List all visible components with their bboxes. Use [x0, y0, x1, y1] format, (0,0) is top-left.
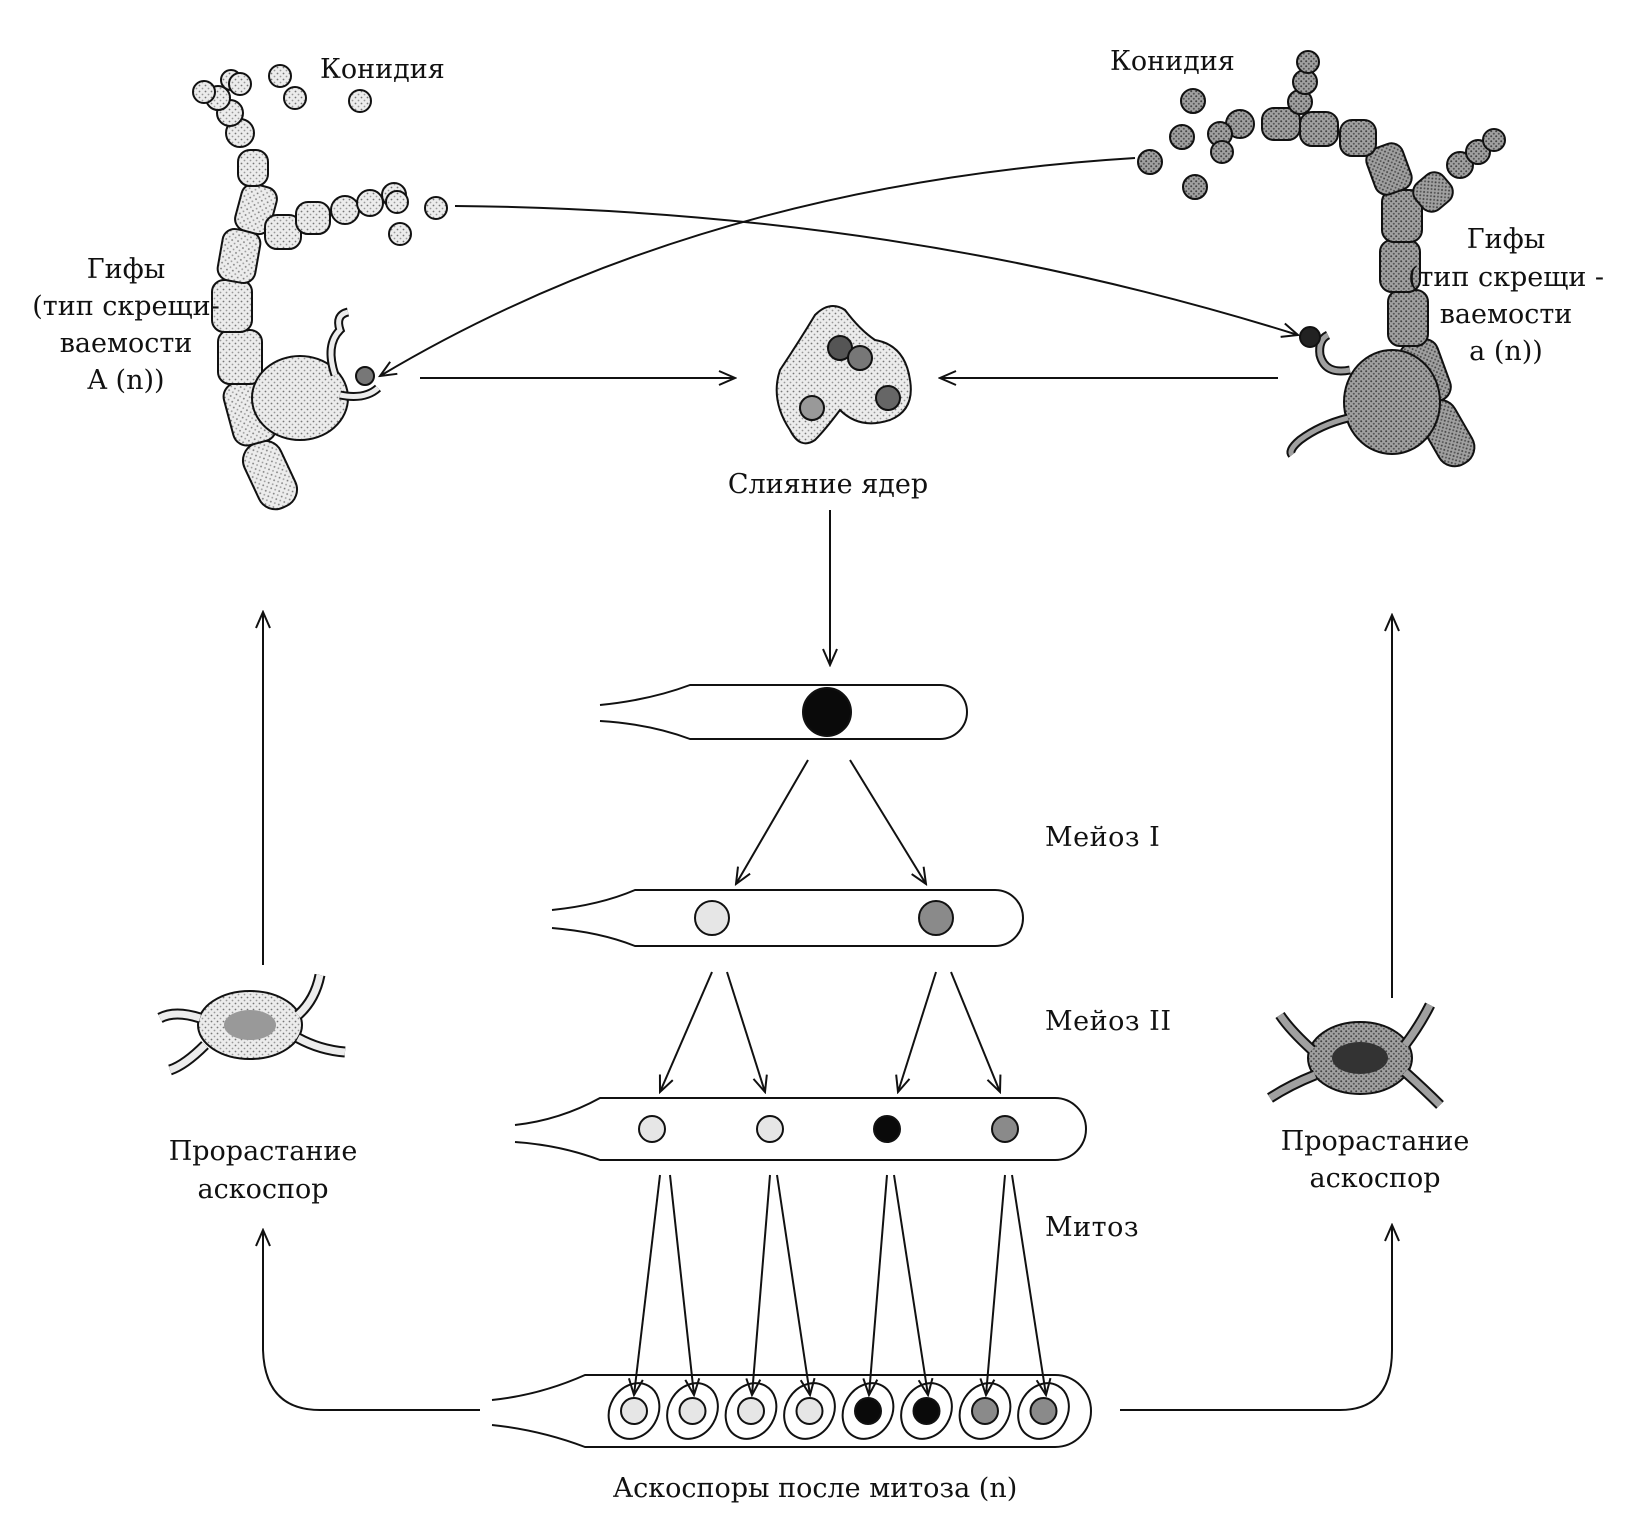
ascospore: [841, 1382, 895, 1440]
nucleus-icon: [756, 1115, 784, 1143]
ascospore: [724, 1382, 778, 1440]
fusion-label: Слияние ядер: [728, 469, 928, 500]
mitosis-label: Митоз: [1045, 1212, 1139, 1243]
arrows: [263, 157, 1392, 1411]
ascospore: [958, 1382, 1012, 1440]
hyphae-right-label: Гифы (тип скрещи - ваемости a (n)): [1408, 224, 1604, 367]
svg-text:Гифы: Гифы: [1467, 224, 1546, 255]
svg-text:ваемости: ваемости: [60, 328, 193, 359]
nucleus-icon: [737, 1397, 765, 1425]
svg-text:Прорастание: Прорастание: [169, 1136, 358, 1167]
hyphae-left-label: Гифы (тип скрещи- ваемости A (n)): [32, 254, 220, 396]
svg-text:Прорастание: Прорастание: [1281, 1126, 1470, 1157]
svg-text:Гифы: Гифы: [87, 254, 166, 285]
ascospores-label: Аскоспоры после митоза (n): [613, 1473, 1018, 1504]
nucleus-icon: [802, 687, 852, 737]
ascospore: [666, 1382, 719, 1440]
fusion-cell-icon: [775, 305, 912, 445]
hypha-right-icon: [1207, 50, 1506, 468]
ascus-meiosis-2: [514, 1097, 1087, 1161]
ascospore: [900, 1382, 953, 1440]
ascus-ascospores: [491, 1374, 1092, 1448]
germination-right-label: Прорастание аскоспор: [1281, 1126, 1470, 1194]
svg-text:(тип скрещи -: (тип скрещи -: [1408, 262, 1604, 293]
nucleus-icon: [638, 1115, 666, 1143]
conidia-spores-icon: [1137, 88, 1234, 200]
conidia-left-label: Конидия: [320, 54, 445, 85]
nucleus-icon: [991, 1115, 1019, 1143]
hypha-left-icon: [192, 69, 407, 511]
meiosis-2-label: Мейоз II: [1045, 1006, 1172, 1037]
ascospore: [783, 1382, 836, 1440]
ascus-zygote: [599, 684, 968, 740]
svg-text:ваемости: ваемости: [1440, 299, 1573, 330]
ascospore: [1017, 1382, 1070, 1440]
nucleus-icon: [854, 1397, 882, 1425]
nucleus-icon: [912, 1397, 941, 1425]
ascospore: [607, 1382, 661, 1440]
nucleus-icon: [971, 1397, 999, 1425]
svg-text:(тип скрещи-: (тип скрещи-: [32, 291, 220, 322]
nucleus-icon: [694, 900, 730, 936]
nucleus-icon: [873, 1115, 901, 1143]
nucleus-icon: [918, 900, 954, 936]
svg-text:A (n)): A (n)): [86, 365, 164, 396]
ascus-meiosis-1: [551, 889, 1024, 947]
germinating-ascospore-icon: [1267, 1002, 1444, 1109]
ascospore-row: [607, 1382, 1070, 1440]
svg-text:аскоспор: аскоспор: [197, 1174, 328, 1205]
conidia-right-label: Конидия: [1110, 46, 1235, 77]
svg-text:a (n)): a (n)): [1469, 336, 1543, 367]
germination-left-label: Прорастание аскоспор: [169, 1136, 358, 1205]
nucleus-icon: [795, 1397, 824, 1425]
germinating-ascospore-icon: [157, 973, 346, 1076]
conidia-spores-icon: [228, 64, 448, 246]
nucleus-icon: [1029, 1397, 1058, 1425]
nucleus-icon: [678, 1397, 707, 1425]
nucleus-icon: [620, 1397, 648, 1425]
meiosis-1-label: Мейоз I: [1045, 822, 1160, 853]
svg-text:аскоспор: аскоспор: [1309, 1163, 1440, 1194]
